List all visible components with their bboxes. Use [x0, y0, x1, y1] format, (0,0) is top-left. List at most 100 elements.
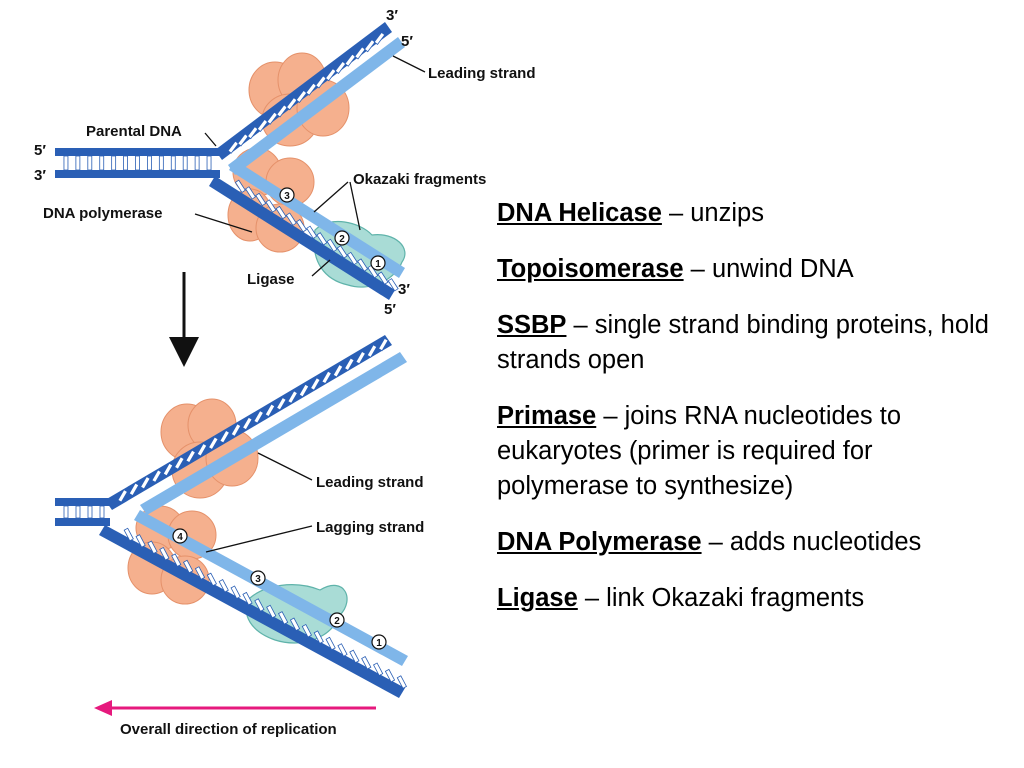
base-pair-rung — [111, 155, 117, 171]
base-pair-rung — [377, 271, 389, 285]
legend-term: DNA Polymerase — [497, 528, 702, 556]
base-pair-rung — [384, 668, 396, 683]
okazaki-fragments-label: Okazaki fragments — [353, 171, 486, 188]
base-pair-rung — [128, 482, 140, 497]
bottom-parental-duplex — [55, 498, 110, 526]
bottom-fragment-number-4: 4 — [177, 532, 183, 543]
legend-desc: – joins RNA nucleotides to eukaryotes (p… — [497, 402, 902, 500]
legend-desc: – adds nucleotides — [701, 528, 922, 556]
base-pair-rung — [255, 192, 267, 207]
base-pair-rung — [230, 585, 241, 600]
base-pair-rung — [285, 97, 298, 111]
base-pair-rung — [237, 133, 249, 147]
base-pair-rung — [346, 251, 358, 266]
base-pair-rung — [117, 489, 128, 503]
base-pair-rung — [321, 370, 332, 385]
base-pair-rung — [75, 155, 81, 171]
base-pair-rung — [266, 604, 277, 619]
base-pair-rung — [219, 429, 230, 444]
base-pair-rung — [230, 423, 242, 437]
base-pair-rung — [63, 505, 69, 519]
base-pair-rung — [246, 126, 259, 140]
base-pair-rung — [387, 278, 399, 292]
base-pair-rung — [63, 155, 69, 171]
base-pair-rung — [182, 155, 188, 171]
base-pair-rung — [298, 383, 310, 398]
legend-desc: – link Okazaki fragments — [577, 584, 865, 612]
legend-term: DNA Helicase — [497, 199, 662, 227]
base-pair-rung — [171, 553, 182, 567]
base-pair-rung — [256, 118, 269, 132]
base-pair-rung — [276, 396, 287, 411]
base-pair-rung — [253, 410, 264, 424]
base-pair-rung — [306, 225, 318, 239]
base-pair-rung — [289, 617, 301, 632]
top-parental-duplex — [55, 148, 220, 178]
top-callout-lines — [194, 55, 426, 277]
top-fragment-number-3: 3 — [284, 191, 290, 202]
base-pair-rung — [287, 390, 298, 404]
base-pair-rung — [183, 559, 194, 574]
legend-desc: – unwind DNA — [683, 255, 854, 283]
base-pair-rung — [206, 572, 218, 587]
base-pair-rung — [147, 540, 158, 555]
legend-desc: – unzips — [661, 199, 764, 227]
base-pair-rung — [344, 53, 357, 67]
legend-item-topoisomerase: Topoisomerase – unwind DNA — [497, 252, 1007, 287]
top-upper-5prime: 5′ — [401, 33, 413, 50]
base-pair-rung — [234, 179, 246, 193]
base-pair-rung — [242, 591, 253, 606]
base-pair-rung — [301, 623, 313, 638]
base-pair-rung — [242, 416, 253, 431]
base-pair-rung — [264, 403, 276, 418]
base-pair-rung — [275, 205, 287, 220]
base-pair-rung — [355, 350, 366, 365]
legend-item-primase: Primase – joins RNA nucleotides to eukar… — [497, 399, 1007, 504]
base-pair-rung — [373, 31, 386, 45]
top-lagging-strands — [209, 160, 405, 300]
base-pair-rung — [151, 469, 162, 483]
base-pair-rung — [349, 649, 360, 664]
base-pair-rung — [265, 199, 277, 213]
lagging-strand-label: Lagging strand — [316, 519, 424, 536]
base-pair-rung — [316, 232, 328, 246]
parental-dna-label: Parental DNA — [86, 123, 182, 140]
base-pair-rung — [325, 636, 336, 651]
top-fragment-markers: 3 2 1 — [279, 187, 386, 271]
base-pair-rung — [285, 212, 297, 226]
top-upper-3prime: 3′ — [386, 7, 398, 24]
top-leading-strands — [215, 22, 405, 175]
base-pair-rung — [336, 245, 348, 259]
bottom-fragment-number-2: 2 — [334, 616, 340, 627]
base-pair-rung — [295, 219, 307, 233]
legend-item-helicase: DNA Helicase – unzips — [497, 196, 1007, 231]
legend-term: SSBP — [497, 311, 567, 339]
base-pair-rung — [208, 436, 219, 450]
base-pair-rung — [367, 264, 379, 279]
base-pair-rung — [135, 155, 140, 171]
base-pair-rung — [337, 643, 348, 657]
base-pair-rung — [170, 155, 176, 171]
base-pair-rung — [295, 89, 308, 103]
bottom-fragment-number-3: 3 — [255, 574, 261, 585]
base-pair-rung — [396, 675, 408, 689]
legend-item-ssbp: SSBP – single strand binding proteins, h… — [497, 308, 1007, 378]
base-pair-rung — [140, 475, 151, 490]
base-pair-rung — [185, 449, 196, 464]
bottom-leading-strands — [105, 335, 407, 515]
top-fragment-number-1: 1 — [375, 259, 381, 270]
bottom-callout-lines — [205, 452, 313, 553]
direction-of-replication: Overall direction of replication — [94, 700, 376, 738]
base-pair-rung — [162, 462, 174, 477]
base-pair-rung — [326, 238, 338, 253]
direction-arrow-head — [94, 700, 112, 716]
base-pair-rung — [278, 611, 289, 625]
base-pair-rung — [196, 443, 208, 457]
base-pair-rung — [99, 505, 105, 519]
legend-item-ligase: Ligase – link Okazaki fragments — [497, 581, 1007, 616]
base-pair-rung — [147, 155, 152, 171]
dna-polymerase-label: DNA polymerase — [43, 205, 163, 222]
base-pair-rung — [354, 46, 366, 60]
top-left-3prime: 3′ — [34, 167, 46, 184]
